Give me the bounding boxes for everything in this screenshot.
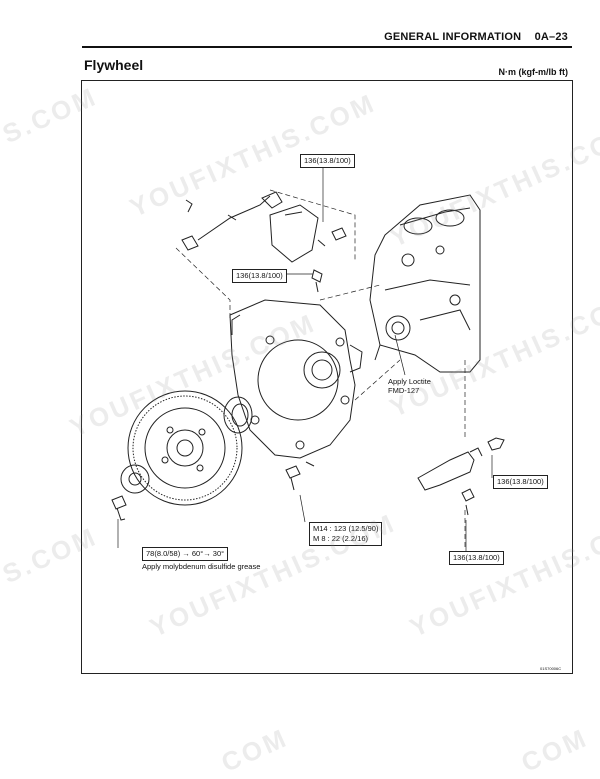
- flywheel-bolt-drawing: [111, 495, 127, 521]
- grease-note: Apply molybdenum disulfide grease: [142, 562, 261, 571]
- housing-bolt-drawing: [285, 461, 315, 491]
- loctite-note-line1: Apply Loctite: [388, 377, 431, 386]
- engine-block-drawing: [369, 194, 481, 373]
- page-header: GENERAL INFORMATION 0A–23: [374, 31, 568, 43]
- sensor-drawing: [181, 191, 283, 251]
- flywheel-drawing: [127, 390, 243, 506]
- pointer-lines: [117, 165, 493, 552]
- callout-bracket-bolt-mid: 136(13.8/100): [232, 269, 287, 283]
- callout-flywheel-bolt: 78(8.0/58) → 60°→ 30°: [142, 547, 229, 561]
- housing-bolt-m8-torque: M 8 : 22 (2.2/16): [313, 534, 369, 543]
- callout-right-bracket-bolt: 136(13.8/100): [493, 475, 548, 489]
- reinforcement-plate-drawing: [120, 464, 150, 494]
- leader-lines: [175, 189, 466, 550]
- sensor-bracket-drawing: [269, 204, 347, 293]
- housing-bolt-m14-torque: M14 : 123 (12.5/90): [313, 524, 379, 533]
- callout-housing-bolts: M14 : 123 (12.5/90) M 8 : 22 (2.2/16): [309, 522, 383, 546]
- loctite-note-line2: FMD-127: [388, 386, 420, 395]
- torque-units: N·m (kgf-m/lb ft): [498, 67, 569, 77]
- loctite-note: Apply Loctite FMD-127: [388, 377, 431, 395]
- section-title: Flywheel: [84, 57, 144, 73]
- figure-code: 01S70006C: [540, 666, 562, 671]
- header-section: GENERAL INFORMATION: [384, 31, 522, 43]
- right-bracket-drawing: [417, 437, 505, 516]
- callout-right-lower-bolt: 136(13.8/100): [449, 551, 504, 565]
- callout-bracket-bolt-top: 136(13.8/100): [300, 154, 355, 168]
- header-rule: [82, 46, 572, 48]
- header-page-number: 0A–23: [534, 31, 568, 43]
- figure-frame: [81, 80, 573, 674]
- flywheel-housing-drawing: [229, 299, 363, 459]
